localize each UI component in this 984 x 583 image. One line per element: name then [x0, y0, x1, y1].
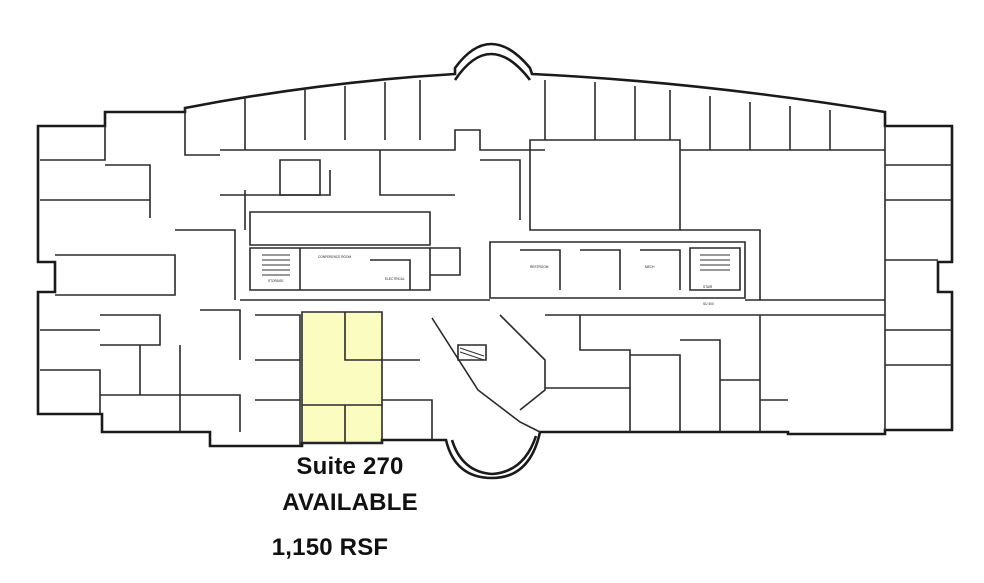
- building-outline: [36, 42, 954, 480]
- label-conference: CONFERENCE ROOM: [318, 255, 351, 259]
- label-mech: MECH: [645, 265, 655, 269]
- interior-walls: [40, 80, 952, 446]
- label-suite-no: SU 400: [703, 302, 714, 306]
- label-storage: STORAGE: [268, 279, 284, 283]
- label-restroom: RESTROOM: [530, 265, 549, 269]
- suite-status: AVAILABLE: [282, 489, 418, 516]
- label-electrical: ELECTRICAL: [385, 277, 405, 281]
- room-labels: CONFERENCE ROOM STORAGE ELECTRICAL RESTR…: [268, 255, 714, 306]
- suite-area: 1,150 RSF: [271, 534, 389, 561]
- suite-name: Suite 270: [296, 453, 404, 480]
- label-stair: STAIR: [703, 285, 713, 289]
- suite-270-highlight[interactable]: [302, 312, 382, 443]
